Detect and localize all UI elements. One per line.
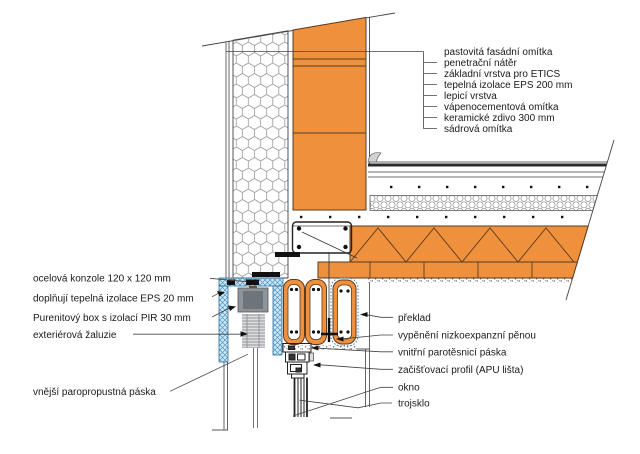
label-okno: okno: [398, 383, 420, 394]
label-doplnkova-izolace: doplňují tepelná izolace EPS 20 mm: [33, 294, 194, 305]
console-anchor: [227, 279, 235, 285]
leader-arrowheads: [217, 279, 368, 368]
labels-top-right: pastovitá fasádní omítka penetrační nátě…: [444, 47, 572, 135]
label-trojsklo: trojsklo: [398, 399, 430, 410]
masonry-layer: [292, 16, 367, 211]
rebar-dots: [296, 226, 348, 250]
floor-assembly: [293, 139, 615, 301]
eps-insulation-layer: [232, 30, 289, 279]
slab-dots: [300, 215, 564, 219]
miako-ceiling: [349, 225, 589, 263]
lintel-u-profiles: [283, 277, 359, 350]
label-keramicke-zdivo: keramické zdivo 300 mm: [444, 113, 555, 124]
steel-console-bars: [252, 252, 300, 277]
label-zacistovaci-profil: začišťovací profil (APU lišta): [398, 365, 523, 376]
blind-guide-rails: [253, 348, 258, 428]
brick-joints: [369, 262, 533, 278]
label-sadrova-omitka: sádrová omítka: [444, 124, 513, 135]
label-vypeneni: vypěnění nizkoexpanzní pěnou: [398, 331, 536, 342]
edge-strip: [367, 152, 382, 163]
label-tepelna-izolace-eps: tepelná izolace EPS 200 mm: [444, 80, 572, 91]
lintel-rebar-dots: [289, 287, 350, 334]
rebar-diagonal: [301, 231, 358, 259]
screed-lines: [368, 171, 605, 178]
wall-section: [201, 12, 396, 279]
label-zakladni-vrstva: základní vrstva pro ETICS: [444, 69, 560, 80]
label-penetracni-nater: penetrační nátěr: [444, 58, 517, 69]
label-ocelova-konzole: ocelová konzole 120 x 120 mm: [33, 274, 171, 285]
labels-bottom-right: překlad vypěnění nizkoexpanzní pěnou vni…: [398, 313, 536, 410]
layer-bracket: [226, 51, 437, 129]
triple-glazing: [293, 377, 308, 417]
label-vapenocementova-omitka: vápenocementová omítka: [444, 102, 559, 113]
label-vnitrni-parotesnici-paska: vnitřní parotěsnicí páska: [398, 348, 507, 359]
label-preklad: překlad: [398, 313, 431, 324]
flooring-layer: [368, 163, 607, 167]
label-pastovita-fasadni-omitka: pastovitá fasádní omítka: [444, 47, 553, 58]
label-vnejsi-paropropustna-paska: vnější paropropustná páska: [33, 387, 156, 398]
ring-beam: [252, 221, 358, 322]
leader-lines: [133, 51, 437, 417]
facade-render-layer: [225, 40, 230, 278]
label-purenitovy-box: Purenitový box s izolací PIR 30 mm: [33, 313, 191, 324]
impact-insulation-layer: [369, 195, 598, 211]
interior-plaster-layer: [365, 16, 370, 165]
facade-face-below-box: [212, 362, 228, 431]
label-exterierova-zaluzie: exteriérová žaluzie: [33, 330, 117, 341]
ring-beam-stirrup: [291, 221, 353, 254]
labels-left: ocelová konzole 120 x 120 mm doplňují te…: [33, 274, 194, 399]
label-lepici-vrstva: lepicí vrstva: [444, 91, 497, 102]
blind-slat-stack: [242, 314, 265, 348]
masonry-joints: [293, 58, 366, 134]
brick-course: [317, 261, 579, 279]
screed-dots: [390, 185, 589, 189]
window-frame: [282, 343, 314, 379]
soffit-plaster-stipple: [283, 345, 357, 350]
exterior-blind: [237, 286, 269, 428]
ceiling-plaster-stipple: [368, 278, 572, 283]
apu-profile: [309, 352, 314, 362]
foam-marker: [321, 318, 338, 342]
